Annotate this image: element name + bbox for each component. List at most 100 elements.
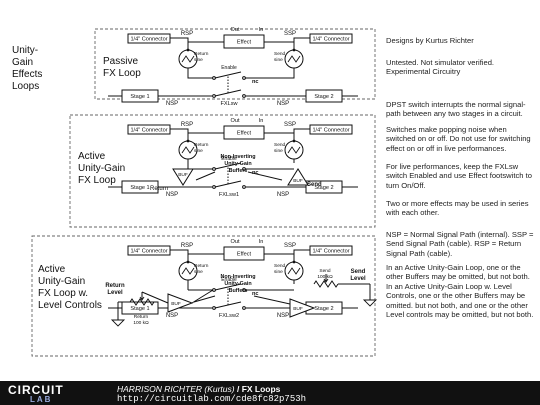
active-send-connector-label: 1/4" Connector <box>312 128 349 134</box>
level-return-sine-2: sine <box>194 269 203 275</box>
active-stage-2-label: Stage 2 <box>314 185 333 191</box>
active-send-cable <box>293 128 310 141</box>
level-switch-label: FXLsw2 <box>219 313 239 319</box>
level-ground-right <box>362 299 378 307</box>
passive-ssp-label: SSP <box>284 31 296 37</box>
active-sw-blade-2 <box>214 162 242 170</box>
passive-in-label: In <box>259 27 264 33</box>
level-stage-1-label: Stage 1 <box>130 306 149 312</box>
passive-title-line-1: FX Loop <box>103 68 141 79</box>
circuitlab-logo[interactable]: CIRCUIT <box>8 383 64 397</box>
level-return-pot-arrow <box>139 296 145 301</box>
level-sw-blade-2 <box>214 283 242 291</box>
level-buf-to-sw <box>191 289 214 304</box>
level-return-buffer-label: BUF <box>171 301 181 307</box>
passive-sw-pin-a <box>212 94 216 98</box>
active-return-cable <box>170 128 189 141</box>
main-title-line-0: Unity- <box>12 45 38 56</box>
level-return-pot <box>129 298 155 306</box>
active-return-buffer <box>172 168 194 186</box>
active-sw-pin-c <box>212 167 216 171</box>
active-nsp-right: NSP <box>277 192 289 198</box>
main-title-line-2: Effects <box>12 69 42 80</box>
level-buffers-line-1: Unity-Gain <box>224 281 251 287</box>
level-out-label: Out <box>230 239 239 245</box>
footer-url[interactable]: http://circuitlab.com/cde8fc82p753h <box>117 394 307 404</box>
passive-send-sine-1: Send <box>274 51 286 57</box>
level-title-line-3: Level Controls <box>38 300 102 311</box>
passive-sw-blade-2 <box>214 71 242 79</box>
level-send-sine-1: Send <box>274 263 286 269</box>
level-send-buffer-label: BUF <box>293 306 303 312</box>
active-enable-label: Enable <box>221 156 237 162</box>
active-switch-label: FXLsw1 <box>219 192 239 198</box>
footer-separator: / <box>234 384 242 394</box>
active-rsp-label: RSP <box>181 122 193 128</box>
active-stage-1-label: Stage 1 <box>130 185 149 191</box>
active-return-buffer-label: BUF <box>178 172 188 178</box>
active-return-word: Return <box>150 186 168 192</box>
passive-sw-pin-b <box>242 94 246 98</box>
level-send-buffer <box>289 298 316 318</box>
passive-out-label: Out <box>230 27 239 33</box>
passive-switch-label: FXLsw <box>220 101 238 107</box>
passive-send-sine-2: sine <box>274 57 283 63</box>
level-pot-send-2: 100 kΩ <box>317 274 333 280</box>
active-sw-pin-b <box>242 185 246 189</box>
footer-bar: CIRCUIT LAB HARRISON RICHTER (Kurtus) / … <box>0 381 540 405</box>
level-effect-box-label: Effect <box>237 252 252 258</box>
passive-title-line-0: Passive <box>103 56 138 67</box>
level-wiper-to-buf <box>141 291 169 304</box>
passive-send-from-sw <box>245 68 295 79</box>
note-credits: Designs by Kurtus Richter <box>386 36 474 45</box>
passive-sw-pin-c <box>212 76 216 80</box>
passive-frame <box>94 28 376 100</box>
level-pot-send-1: Send <box>319 268 331 274</box>
level-enable-label: Enable <box>221 277 237 283</box>
active-in-label: In <box>259 118 264 124</box>
level-stage-2-label: Stage 2 <box>314 306 333 312</box>
active-return-sine-2: sine <box>194 148 203 154</box>
active-return-jack-glyph <box>181 146 195 154</box>
active-send-word: Send <box>307 182 322 188</box>
level-title-line-0: Active <box>38 264 66 275</box>
active-buffers-line-0: Non-Inverting <box>220 154 255 160</box>
level-buffers-line-0: Non-Inverting <box>220 274 255 280</box>
level-send-sine-2: sine <box>274 269 283 275</box>
level-ground-left <box>110 319 126 327</box>
level-frame <box>31 235 376 357</box>
circuitlab-logo-sub: LAB <box>30 395 53 404</box>
active-title-line-1: Unity-Gain <box>78 163 125 174</box>
passive-stage-2-label: Stage 2 <box>314 94 333 100</box>
active-buffer-arrow-2 <box>247 171 283 181</box>
level-return-connector-label: 1/4" Connector <box>130 249 167 255</box>
level-nc-label: nc <box>252 291 259 297</box>
active-send-buffer <box>287 168 309 186</box>
level-buffer-arrow-1 <box>193 295 216 303</box>
active-title-line-2: FX Loop <box>78 175 116 186</box>
level-send-jack-glyph <box>287 267 301 275</box>
passive-return-sine-1: Return <box>194 51 209 57</box>
level-pot-return-2: 100 kΩ <box>133 320 149 326</box>
level-title-line-2: FX Loop w. <box>38 288 88 299</box>
level-send-level-1: Send <box>351 269 366 275</box>
level-return-level-1: Return <box>105 283 125 289</box>
passive-send-connector-label: 1/4" Connector <box>312 37 349 43</box>
passive-rsp-label: RSP <box>181 31 193 37</box>
passive-return-jack-dot <box>186 48 190 52</box>
passive-nsp-right: NSP <box>277 101 289 107</box>
level-return-sine-1: Return <box>194 263 209 269</box>
note-abbreviations: NSP = Normal Signal Path (internal). SSP… <box>386 230 534 258</box>
active-nsp-left: NSP <box>166 192 178 198</box>
active-sw-pin-a <box>212 185 216 189</box>
passive-send-jack-dot <box>292 48 296 52</box>
active-send-sine-2: sine <box>274 148 283 154</box>
level-send-pot <box>313 280 339 288</box>
active-return-jack-dot <box>186 139 190 143</box>
active-buffer-arrow-1 <box>195 171 216 181</box>
level-rsp-label: RSP <box>181 243 193 249</box>
level-send-jack-dot <box>292 260 296 264</box>
passive-return-connector-label: 1/4" Connector <box>130 37 167 43</box>
passive-send-cable <box>293 37 310 50</box>
active-buffers-line-2: Buffers <box>229 168 248 174</box>
